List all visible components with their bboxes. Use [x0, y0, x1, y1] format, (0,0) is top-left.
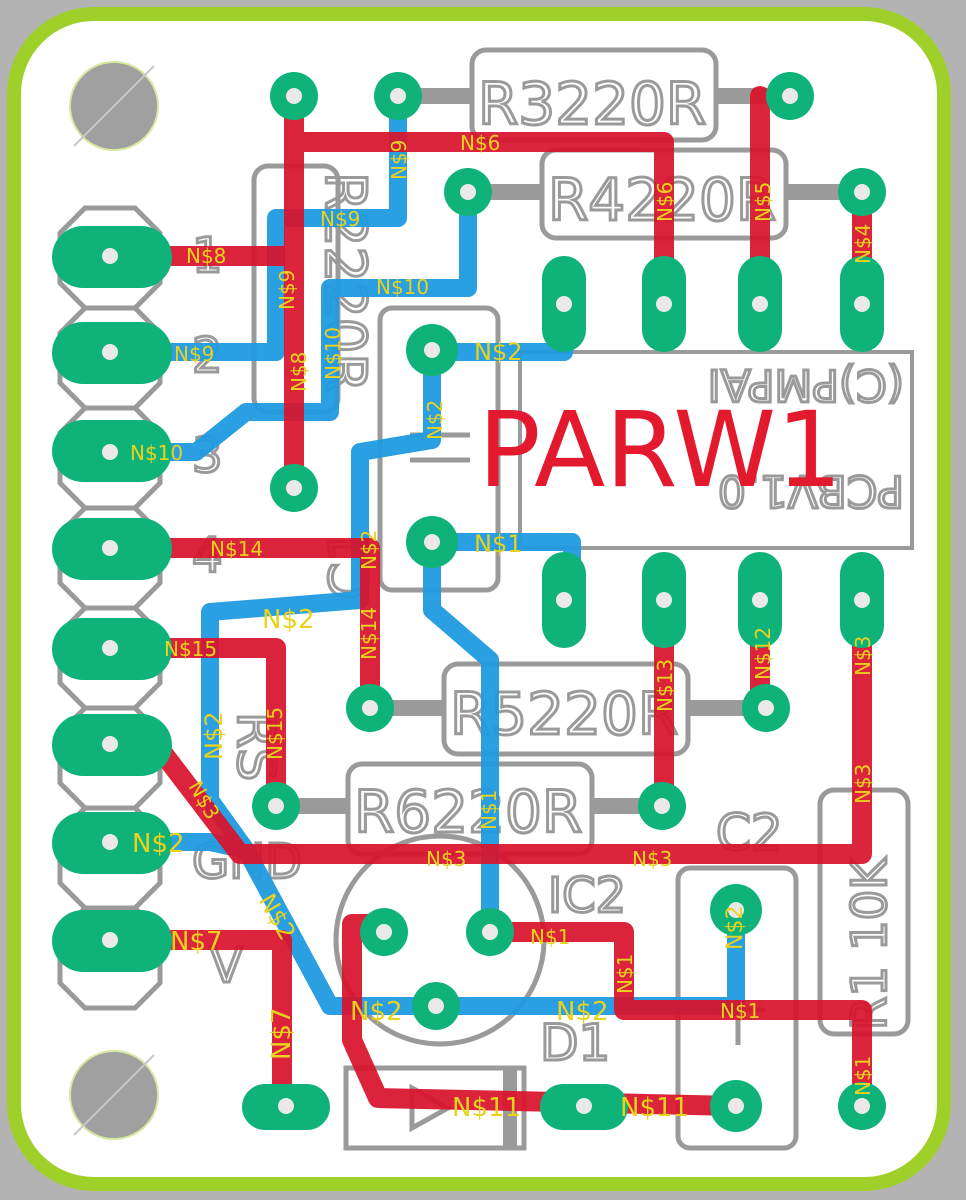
net-label-n15-v: N$15 [263, 707, 287, 760]
net-label-n1-r1: N$1 [720, 999, 760, 1023]
mounting-hole-top [69, 61, 159, 151]
board-title: PARW1 [478, 389, 842, 511]
net-label-n7: N$7 [170, 927, 223, 957]
net-label-n3-a: N$3 [426, 847, 466, 871]
net-label-n4-v: N$4 [851, 224, 875, 264]
net-label-n1-v3: N$1 [851, 1056, 875, 1096]
net-label-n2-c1: N$2 [474, 338, 523, 366]
net-label-n9-v: N$9 [275, 270, 299, 310]
net-label-n2-v: N$2 [423, 400, 447, 440]
net-label-n11-a: N$11 [452, 1093, 521, 1123]
net-label-n2-v2: N$2 [357, 530, 381, 570]
net-label-n2-gnd: N$2 [132, 829, 185, 859]
r3-label: R3220R [478, 70, 706, 138]
net-label-n11-b: N$11 [620, 1093, 689, 1123]
board-outline [7, 7, 951, 1191]
trace-n14 [100, 538, 380, 718]
net-label-n14: N$14 [210, 537, 263, 561]
net-label-n3-v2: N$3 [851, 764, 875, 804]
net-label-n1-c1: N$1 [474, 530, 523, 558]
net-label-n5-v: N$5 [751, 182, 775, 222]
net-label-n1-v2: N$1 [613, 954, 637, 994]
net-label-n6-v: N$6 [653, 182, 677, 222]
net-label-n9: N$9 [174, 342, 214, 366]
part-label-2: PCBV1.0 [718, 465, 904, 516]
net-label-n6: N$6 [460, 131, 500, 155]
net-label-n8: N$8 [186, 244, 226, 268]
net-label-n1-ic2: N$1 [530, 925, 570, 949]
net-label-n9-v2: N$9 [387, 140, 411, 180]
net-label-n2-ic2: N$2 [350, 997, 403, 1027]
net-label-n9-b: N$9 [320, 207, 360, 231]
net-labels: N$8 N$9 N$10 N$14 N$15 N$2 N$7 N$6 N$9 N… [130, 131, 875, 1123]
net-label-n14-v: N$14 [357, 607, 381, 660]
d1-label: D1 [540, 1014, 610, 1072]
net-label-n10: N$10 [130, 441, 183, 465]
net-label-n10-v: N$10 [321, 327, 345, 380]
mounting-hole-bottom [69, 1050, 159, 1140]
net-label-n3-v: N$3 [851, 636, 875, 676]
net-label-n2-v3: N$2 [200, 712, 228, 761]
ic2-label: IC2 [548, 868, 626, 924]
net-label-n10-b: N$10 [376, 275, 429, 299]
trace-n9 [101, 87, 407, 361]
trace-n1-top [480, 922, 872, 1116]
net-label-n12-v: N$12 [751, 627, 775, 680]
ic1-body [518, 350, 914, 550]
net-label-n7-v: N$7 [267, 1007, 297, 1060]
trace-n10 [101, 183, 477, 461]
net-label-n2-v4: N$2 [723, 906, 748, 950]
net-label-n15: N$15 [164, 637, 217, 661]
pad-layer [52, 72, 886, 1132]
part-label-1: (C)PMPAI [708, 359, 904, 410]
net-label-n2-c2: N$2 [556, 997, 609, 1027]
net-label-n8-v: N$8 [287, 352, 311, 392]
drill-holes [102, 88, 870, 1114]
r6-label: R6220R [354, 778, 582, 846]
net-label-n2-mid: N$2 [262, 605, 315, 635]
net-label-n3-b: N$3 [632, 847, 672, 871]
net-label-n13-v: N$13 [653, 659, 677, 712]
net-label-n1-v: N$1 [477, 790, 501, 830]
